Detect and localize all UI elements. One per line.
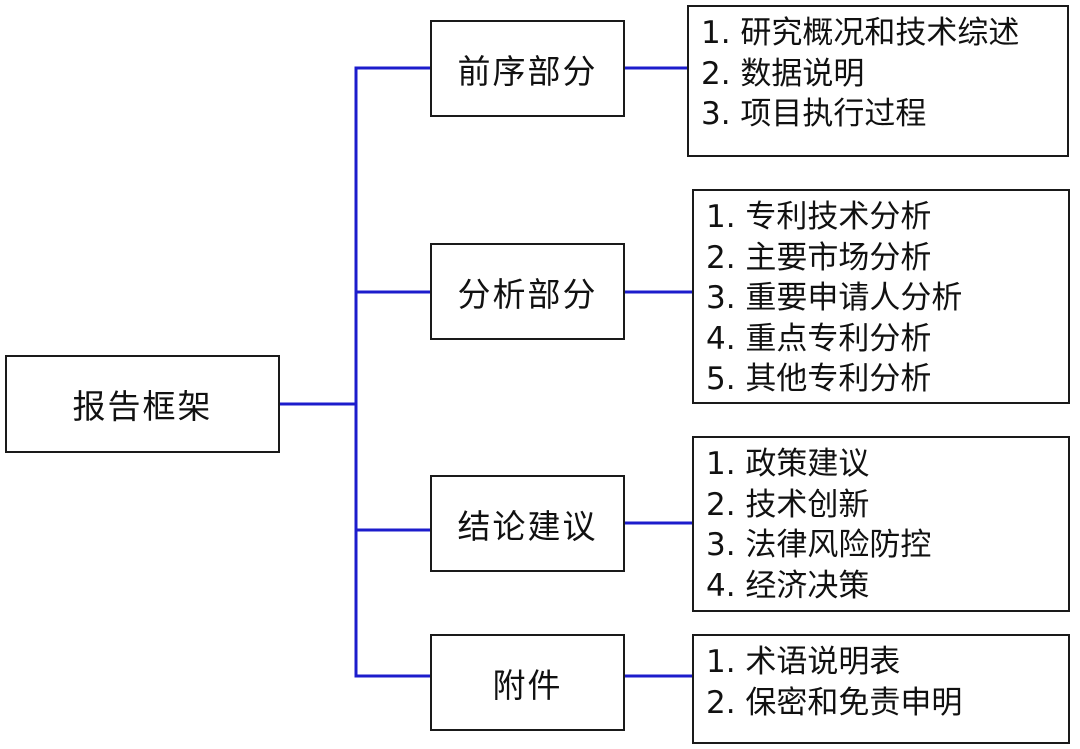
item-list-preface: 1. 研究概况和技术综述 2. 数据说明 3. 项目执行过程 <box>687 5 1069 157</box>
list-item: 2. 保密和免责申明 <box>706 684 963 721</box>
section-label: 结论建议 <box>457 506 598 546</box>
list-item: 1. 专利技术分析 <box>706 199 932 235</box>
section-label: 附件 <box>492 665 563 705</box>
list-item: 5. 其他专利分析 <box>706 361 932 397</box>
list-item: 1. 政策建议 <box>706 446 870 482</box>
list-item: 2. 主要市场分析 <box>706 239 932 276</box>
root-node: 报告框架 <box>5 355 280 453</box>
section-node-preface: 前序部分 <box>430 20 625 117</box>
list-item: 4. 重点专利分析 <box>706 320 932 357</box>
list-item: 1. 研究概况和技术综述 <box>701 15 1020 51</box>
list-item: 3. 重要申请人分析 <box>706 280 963 316</box>
section-node-conclusions: 结论建议 <box>430 475 625 572</box>
section-label: 前序部分 <box>457 51 598 91</box>
section-node-appendix: 附件 <box>430 634 625 731</box>
list-item: 3. 法律风险防控 <box>706 527 932 563</box>
list-item: 4. 经济决策 <box>706 567 870 604</box>
item-list-analysis: 1. 专利技术分析 2. 主要市场分析 3. 重要申请人分析 4. 重点专利分析… <box>692 189 1070 404</box>
section-label: 分析部分 <box>457 274 598 314</box>
item-list-conclusions: 1. 政策建议 2. 技术创新 3. 法律风险防控 4. 经济决策 <box>692 436 1070 612</box>
item-list-appendix: 1. 术语说明表 2. 保密和免责申明 <box>692 634 1070 744</box>
list-item: 2. 数据说明 <box>701 55 865 92</box>
section-node-analysis: 分析部分 <box>430 243 625 340</box>
list-item: 2. 技术创新 <box>706 486 870 523</box>
list-item: 1. 术语说明表 <box>706 644 901 680</box>
list-item: 3. 项目执行过程 <box>701 96 927 132</box>
root-label: 报告框架 <box>72 387 213 426</box>
